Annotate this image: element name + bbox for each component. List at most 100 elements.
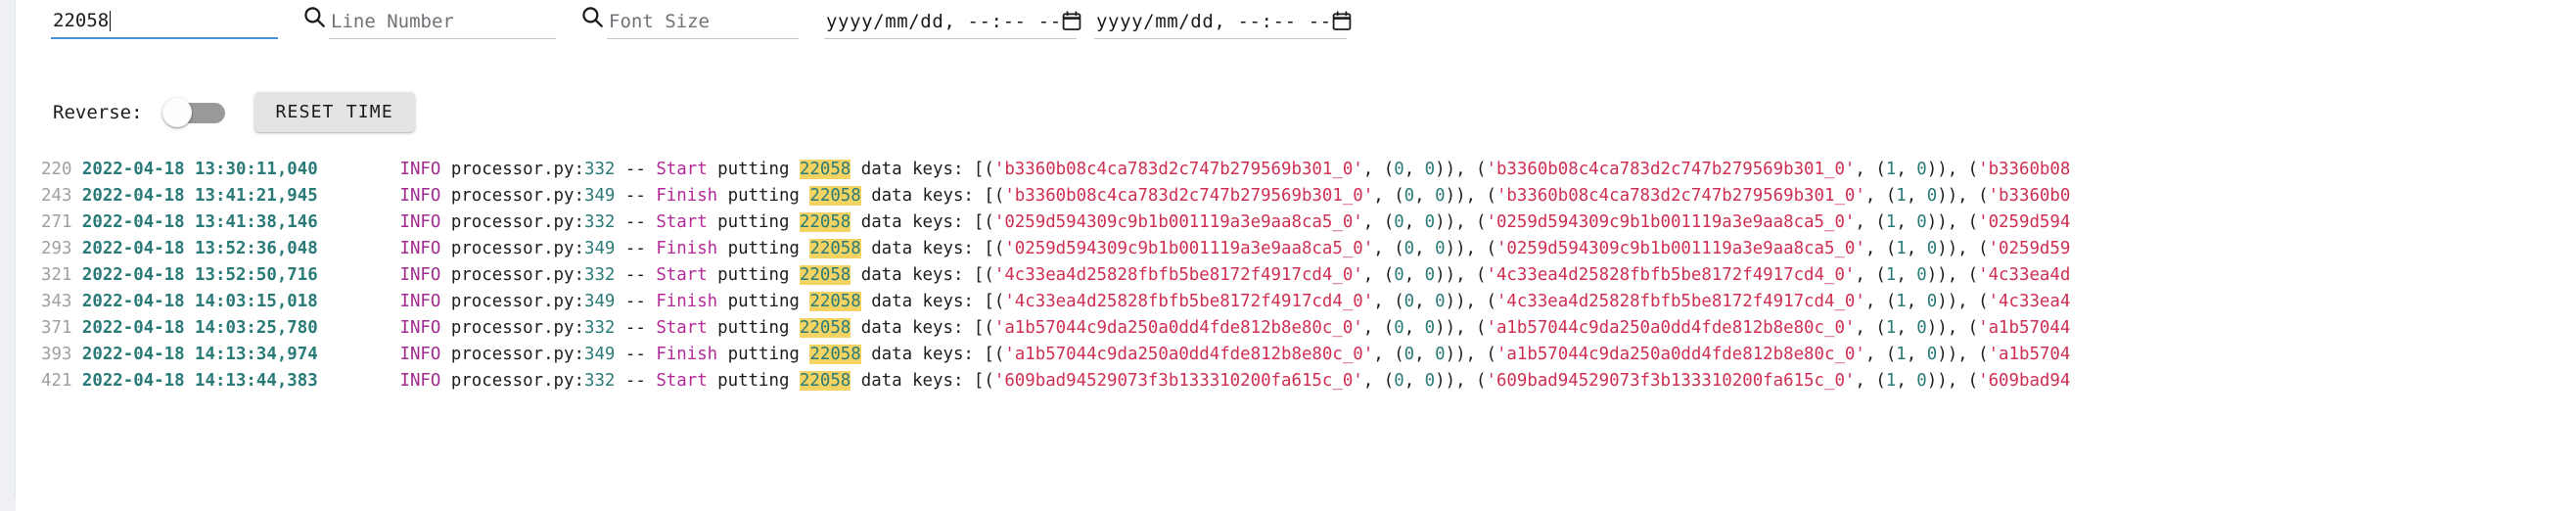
start-time-value: yyyy/mm/dd, --:-- --	[826, 10, 1062, 32]
log-line[interactable]: 271 2022-04-18 13:41:38,146 INFO process…	[41, 212, 2071, 232]
filter-toolbar: 22058 Line Number Font Size yyyy/mm/dd, …	[51, 4, 1364, 39]
log-line[interactable]: 343 2022-04-18 14:03:15,018 INFO process…	[41, 292, 2071, 311]
filter-search-field[interactable]: 22058	[51, 4, 278, 39]
log-payload: [('4c33ea4d25828fbfb5be8172f4917cd4_0', …	[984, 292, 2071, 311]
log-source-line: 332	[583, 371, 616, 391]
font-size-placeholder: Font Size	[609, 10, 710, 32]
log-source-line: 332	[583, 212, 616, 232]
log-payload: [('4c33ea4d25828fbfb5be8172f4917cd4_0', …	[973, 265, 2071, 285]
log-payload: [('0259d594309c9b1b001119a3e9aa8ca5_0', …	[973, 212, 2071, 232]
log-payload: [('b3360b08c4ca783d2c747b279569b301_0', …	[984, 186, 2071, 206]
log-output[interactable]: 220 2022-04-18 13:30:11,040 INFO process…	[16, 157, 2576, 395]
end-time-field[interactable]: yyyy/mm/dd, --:-- --	[1094, 4, 1352, 39]
log-line[interactable]: 293 2022-04-18 13:52:36,048 INFO process…	[41, 239, 2071, 258]
log-highlight-match: 22058	[799, 318, 851, 338]
line-number-placeholder: Line Number	[331, 10, 454, 32]
log-action: Finish	[656, 345, 718, 364]
log-level: INFO	[399, 212, 441, 232]
end-time-value: yyyy/mm/dd, --:-- --	[1096, 10, 1332, 32]
reverse-toggle[interactable]	[161, 97, 225, 127]
line-number-search-field[interactable]: Line Number	[329, 4, 556, 39]
log-timestamp: 2022-04-18 14:03:25,780	[81, 318, 318, 338]
log-source-file: processor.py:	[450, 265, 584, 285]
page-surface: 22058 Line Number Font Size yyyy/mm/dd, …	[16, 0, 2576, 511]
log-timestamp: 2022-04-18 13:41:21,945	[81, 186, 318, 206]
log-payload: [('609bad94529073f3b133310200fa615c_0', …	[973, 371, 2071, 391]
calendar-icon[interactable]	[1332, 11, 1352, 31]
font-size-field[interactable]: Font Size	[607, 4, 799, 39]
log-timestamp: 2022-04-18 14:13:34,974	[81, 345, 318, 364]
log-line[interactable]: 220 2022-04-18 13:30:11,040 INFO process…	[41, 160, 2071, 179]
log-level: INFO	[399, 239, 441, 258]
log-line-number: 293	[41, 239, 82, 258]
log-source-file: processor.py:	[450, 212, 584, 232]
log-action: Finish	[656, 239, 718, 258]
log-source-line: 332	[583, 318, 616, 338]
log-timestamp: 2022-04-18 13:41:38,146	[81, 212, 318, 232]
search-icon[interactable]	[579, 4, 605, 29]
reset-time-button[interactable]: RESET TIME	[253, 92, 415, 132]
page-gutter-left-bottom	[0, 497, 16, 511]
log-level: INFO	[399, 345, 441, 364]
log-timestamp: 2022-04-18 13:52:50,716	[81, 265, 318, 285]
log-source-line: 332	[583, 160, 616, 179]
log-timestamp: 2022-04-18 13:52:36,048	[81, 239, 318, 258]
log-highlight-match: 22058	[799, 265, 851, 285]
page-gutter-left	[0, 0, 16, 511]
log-source-file: processor.py:	[450, 318, 584, 338]
calendar-icon[interactable]	[1062, 11, 1081, 31]
log-payload: [('b3360b08c4ca783d2c747b279569b301_0', …	[973, 160, 2071, 179]
log-payload: [('a1b57044c9da250a0dd4fde812b8e80c_0', …	[984, 345, 2071, 364]
log-level: INFO	[399, 186, 441, 206]
toggle-knob[interactable]	[161, 97, 192, 127]
log-action: Start	[656, 318, 708, 338]
log-source-file: processor.py:	[450, 239, 584, 258]
log-source-file: processor.py:	[450, 186, 584, 206]
log-source-line: 332	[583, 265, 616, 285]
log-source-line: 349	[583, 292, 616, 311]
log-line[interactable]: 421 2022-04-18 14:13:44,383 INFO process…	[41, 371, 2071, 391]
log-line[interactable]: 371 2022-04-18 14:03:25,780 INFO process…	[41, 318, 2071, 338]
log-line-number: 243	[41, 186, 82, 206]
filter-search-value: 22058	[53, 10, 110, 31]
log-level: INFO	[399, 292, 441, 311]
log-level: INFO	[399, 265, 441, 285]
log-action: Start	[656, 265, 708, 285]
text-caret	[110, 10, 112, 31]
log-action: Start	[656, 371, 708, 391]
log-line[interactable]: 243 2022-04-18 13:41:21,945 INFO process…	[41, 186, 2071, 206]
start-time-field[interactable]: yyyy/mm/dd, --:-- --	[824, 4, 1081, 39]
log-source-line: 349	[583, 239, 616, 258]
log-source-line: 349	[583, 345, 616, 364]
reverse-label: Reverse:	[53, 101, 143, 123]
log-line[interactable]: 321 2022-04-18 13:52:50,716 INFO process…	[41, 265, 2071, 285]
log-highlight-match: 22058	[799, 212, 851, 232]
log-payload: [('0259d594309c9b1b001119a3e9aa8ca5_0', …	[984, 239, 2071, 258]
log-line-number: 271	[41, 212, 82, 232]
log-highlight-match: 22058	[809, 239, 861, 258]
log-highlight-match: 22058	[809, 292, 861, 311]
log-source-file: processor.py:	[450, 371, 584, 391]
log-payload: [('a1b57044c9da250a0dd4fde812b8e80c_0', …	[973, 318, 2071, 338]
log-action: Start	[656, 212, 708, 232]
log-source-file: processor.py:	[450, 292, 584, 311]
log-line-number: 371	[41, 318, 82, 338]
log-level: INFO	[399, 318, 441, 338]
log-level: INFO	[399, 371, 441, 391]
log-action: Finish	[656, 186, 718, 206]
actions-toolbar: Reverse: RESET TIME	[53, 92, 415, 132]
log-source-line: 349	[583, 186, 616, 206]
search-icon[interactable]	[301, 4, 327, 29]
log-line[interactable]: 393 2022-04-18 14:13:34,974 INFO process…	[41, 345, 2071, 364]
log-source-file: processor.py:	[450, 345, 584, 364]
log-highlight-match: 22058	[799, 160, 851, 179]
log-line-number: 321	[41, 265, 82, 285]
log-line-number: 220	[41, 160, 82, 179]
log-timestamp: 2022-04-18 13:30:11,040	[81, 160, 318, 179]
log-highlight-match: 22058	[799, 371, 851, 391]
log-highlight-match: 22058	[809, 345, 861, 364]
log-line-number: 421	[41, 371, 82, 391]
log-highlight-match: 22058	[809, 186, 861, 206]
log-line-number: 343	[41, 292, 82, 311]
log-level: INFO	[399, 160, 441, 179]
